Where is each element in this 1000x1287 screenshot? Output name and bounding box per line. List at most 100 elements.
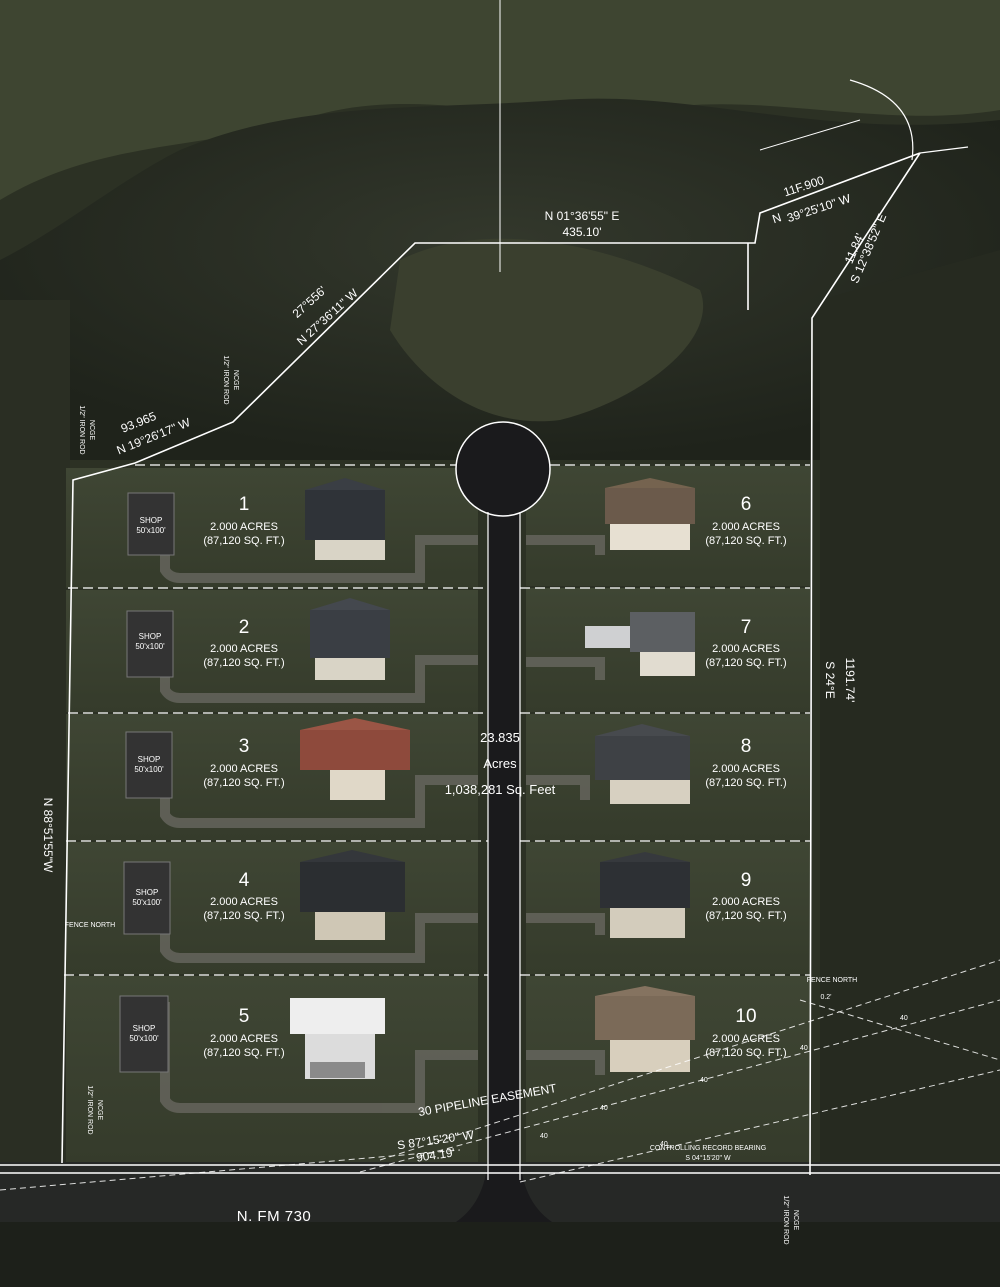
iron-rod-sub: NCGE — [88, 420, 95, 441]
lot-number: 6 — [741, 494, 752, 515]
shop-lot-3: SHOP 50'x100' — [125, 731, 173, 799]
shop-lot-1: SHOP 50'x100' — [127, 492, 175, 556]
total-acres-unit: Acres — [483, 756, 517, 771]
pipe-tag: 40 — [540, 1133, 548, 1140]
lot-2-label: 2 2.000 ACRES (87,120 SQ. FT.) — [203, 617, 284, 669]
forest-east — [820, 250, 1000, 1180]
controlling-bearing-value: S 04°15'20" W — [685, 1154, 731, 1162]
lot-acres: 2.000 ACRES — [712, 763, 780, 775]
lot-acres: 2.000 ACRES — [210, 763, 278, 775]
lot-acres: 2.000 ACRES — [712, 643, 780, 655]
lot-number: 2 — [239, 617, 250, 638]
lot-3-label: 3 2.000 ACRES (87,120 SQ. FT.) — [203, 736, 284, 789]
east-bearing: S 24°E — [823, 661, 837, 699]
lot-number: 10 — [735, 1006, 756, 1027]
house-lot-10 — [595, 986, 695, 1072]
iron-rod-sub: NCGE — [232, 370, 239, 391]
east-distance: 1191.74' — [843, 658, 857, 703]
shop-size: 50'x100' — [135, 642, 165, 651]
shop-label: SHOP — [133, 1024, 156, 1033]
pipe-tag: 40 — [900, 1015, 908, 1022]
iron-rod-label: 1/2" IRON ROD — [222, 355, 229, 404]
pipeline-tags: 40 40 40 40 40 40 — [540, 1015, 908, 1148]
north-bearing: N 01°36'55" E — [545, 209, 620, 223]
west-bearing: N 88°51'55"W — [41, 798, 55, 873]
house-lot-9 — [600, 852, 690, 938]
cul-de-sac — [455, 421, 551, 517]
lot-sqft: (87,120 SQ. FT.) — [203, 1047, 284, 1059]
iron-rod-sub: NCGE — [96, 1100, 103, 1121]
lot-sqft: (87,120 SQ. FT.) — [705, 910, 786, 922]
shop-size: 50'x100' — [132, 898, 162, 907]
lot-labels: 1 2.000 ACRES (87,120 SQ. FT.) 2 2.000 A… — [203, 494, 786, 1059]
lot-number: 5 — [239, 1006, 250, 1027]
lot-lines — [64, 464, 810, 976]
shop-size: 50'x100' — [136, 526, 166, 535]
lot-sqft: (87,120 SQ. FT.) — [203, 777, 284, 789]
pipe-tag: 40 — [600, 1105, 608, 1112]
shop-lot-5: SHOP 50'x100' — [119, 995, 169, 1073]
lot-sqft: (87,120 SQ. FT.) — [705, 535, 786, 547]
fence-north-right-label: FENCE NORTH — [807, 977, 857, 984]
north-distance: 435.10' — [563, 225, 602, 239]
house-lot-7 — [585, 612, 695, 676]
fence-north-right-value: 0.2' — [820, 994, 831, 1001]
iron-rod-sub: NCGE — [792, 1210, 799, 1231]
clearing-center — [390, 238, 704, 422]
house-lot-2 — [310, 598, 390, 680]
lot-acres: 2.000 ACRES — [712, 896, 780, 908]
shop-label: SHOP — [136, 888, 159, 897]
house-lot-8 — [595, 724, 690, 804]
pipe-tag: 40 — [700, 1077, 708, 1084]
lot-number: 4 — [239, 870, 250, 891]
shop-lot-2: SHOP 50'x100' — [126, 610, 174, 678]
house-lot-3 — [300, 718, 410, 800]
lot-9-label: 9 2.000 ACRES (87,120 SQ. FT.) — [705, 870, 786, 922]
lot-number: 7 — [741, 617, 752, 638]
lot-number: 1 — [239, 494, 250, 515]
shop-label: SHOP — [139, 632, 162, 641]
fence-north-label: FENCE NORTH — [65, 922, 115, 929]
property-boundary — [0, 0, 1000, 1176]
lot-sqft: (87,120 SQ. FT.) — [203, 657, 284, 669]
lot-10-label: 10 2.000 ACRES (87,120 SQ. FT.) — [705, 1006, 786, 1059]
lot-6-label: 6 2.000 ACRES (87,120 SQ. FT.) — [705, 494, 786, 547]
pipe-tag: 40 — [660, 1141, 668, 1148]
house-lot-5 — [290, 998, 385, 1079]
lot-7-label: 7 2.000 ACRES (87,120 SQ. FT.) — [705, 617, 786, 669]
iron-rod-label: 1/2" IRON ROD — [78, 405, 85, 454]
iron-rod-label: 1/2" IRON ROD — [86, 1085, 93, 1134]
pipeline-easement-lines — [0, 959, 1000, 1191]
south-distance: 904.19' — [415, 1145, 456, 1164]
lot-acres: 2.000 ACRES — [712, 521, 780, 533]
lot-4-label: 4 2.000 ACRES (87,120 SQ. FT.) — [203, 870, 284, 922]
lot-1-label: 1 2.000 ACRES (87,120 SQ. FT.) — [203, 494, 284, 547]
pipe-tag: 40 — [800, 1045, 808, 1052]
lot-sqft: (87,120 SQ. FT.) — [705, 657, 786, 669]
houses — [290, 478, 695, 1079]
lot-acres: 2.000 ACRES — [210, 1033, 278, 1045]
house-lot-6 — [605, 478, 695, 550]
lot-sqft: (87,120 SQ. FT.) — [705, 777, 786, 789]
lot-acres: 2.000 ACRES — [210, 896, 278, 908]
lot-sqft: (87,120 SQ. FT.) — [203, 910, 284, 922]
house-lot-1 — [305, 478, 385, 560]
house-lot-4 — [300, 850, 405, 940]
shop-lot-4: SHOP 50'x100' — [123, 861, 171, 935]
shop-label: SHOP — [140, 516, 163, 525]
lot-5-label: 5 2.000 ACRES (87,120 SQ. FT.) — [203, 1006, 284, 1059]
total-sqft: 1,038,281 Sq. Feet — [445, 782, 556, 797]
driveways — [160, 500, 605, 1113]
lot-number: 3 — [239, 736, 250, 757]
shop-label: SHOP — [138, 755, 161, 764]
central-road — [455, 421, 552, 1222]
lot-sqft: (87,120 SQ. FT.) — [705, 1047, 786, 1059]
controlling-bearing-label: CONTROLLING RECORD BEARING — [650, 1145, 766, 1152]
total-acres-value: 23.835 — [480, 730, 520, 745]
lot-acres: 2.000 ACRES — [712, 1033, 780, 1045]
shop-buildings: SHOP 50'x100' SHOP 50'x100' SHOP 50'x100… — [119, 492, 175, 1073]
shop-size: 50'x100' — [134, 765, 164, 774]
south-trees — [0, 1222, 1000, 1287]
lot-acres: 2.000 ACRES — [210, 521, 278, 533]
